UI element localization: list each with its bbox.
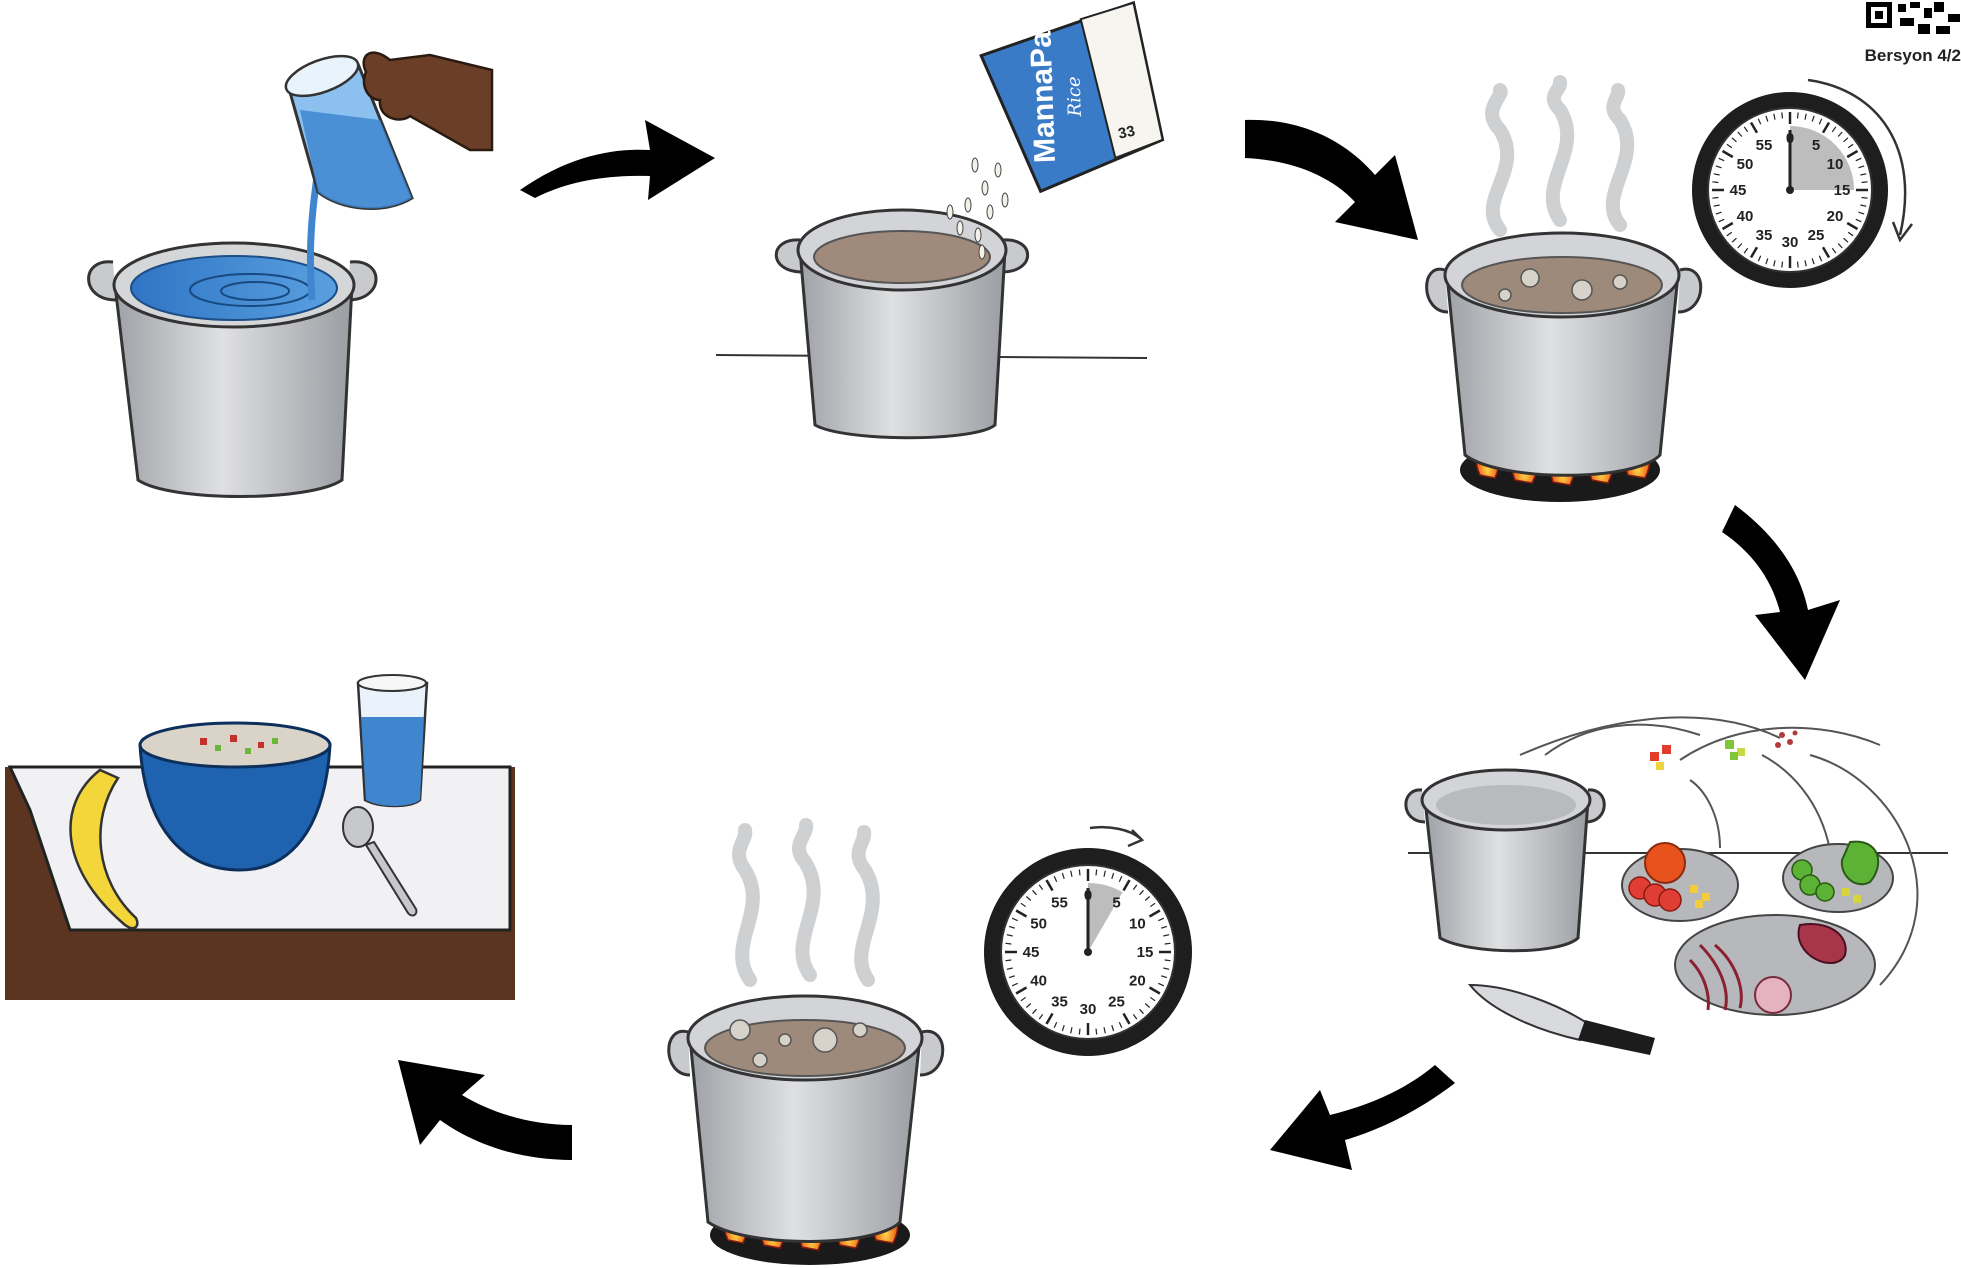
rice-bag-count: 33 — [1117, 123, 1137, 143]
dial-number: 55 — [1051, 895, 1068, 912]
arrow-4-icon — [1270, 1065, 1455, 1170]
cooking-rice — [1462, 257, 1662, 313]
timer-direction-icon — [1090, 827, 1140, 838]
dial-number: 5 — [1112, 895, 1120, 912]
dial-tick — [1712, 198, 1718, 199]
dial-number: 10 — [1129, 916, 1146, 933]
timer-15-min-icon: 0510152025303540455055 — [1692, 92, 1888, 288]
dial-tick — [1079, 1029, 1080, 1035]
dial-tick — [1006, 960, 1012, 961]
dial-number: 45 — [1730, 182, 1747, 199]
dial-number: 30 — [1782, 234, 1799, 251]
dial-tick — [1079, 870, 1080, 876]
dial-number: 25 — [1108, 993, 1125, 1010]
dial-number: 25 — [1808, 227, 1825, 244]
rice-bag-sub: Rice — [1064, 76, 1086, 118]
dial-tick — [1782, 262, 1783, 268]
qr-code-icon — [1864, 0, 1961, 40]
dial-number: 15 — [1834, 182, 1851, 199]
dial-tick — [1862, 198, 1868, 199]
dial-tick — [1165, 943, 1171, 944]
steam — [739, 825, 873, 980]
arrow-2-icon — [1245, 120, 1418, 240]
step-add-rice: MannaPack Rice 33 — [716, 0, 1168, 438]
dial-tick — [1712, 182, 1718, 183]
diced-tomato — [1650, 745, 1671, 770]
dial-tick — [1862, 182, 1868, 183]
dial-tick — [1782, 112, 1783, 118]
dial-number: 10 — [1827, 156, 1844, 173]
dial-number: 40 — [1030, 973, 1047, 990]
dial-number: 55 — [1756, 137, 1773, 154]
diced-pepper — [1725, 740, 1745, 760]
step-serve-meal — [5, 675, 515, 1000]
dial-number: 5 — [1812, 137, 1820, 154]
arrow-3-icon — [1722, 505, 1840, 680]
dial-number: 20 — [1129, 973, 1146, 990]
dial-number: 15 — [1137, 944, 1154, 961]
steam — [1492, 82, 1627, 230]
dial-tick — [1165, 960, 1171, 961]
dial-number: 45 — [1023, 944, 1040, 961]
dial-tick — [1798, 112, 1799, 118]
rice-bag-brand: MannaPack — [1023, 0, 1062, 164]
step-boil-with-timer: 0510152025303540455055 — [1427, 80, 1912, 502]
step-boil-again-with-timer: 0510152025303540455055 — [669, 825, 1192, 1265]
rice-water — [814, 231, 990, 283]
dial-number: 50 — [1030, 916, 1047, 933]
dial-tick — [1096, 870, 1097, 876]
knife-icon — [1470, 985, 1655, 1055]
dial-number: 40 — [1737, 208, 1754, 225]
dial-number: 50 — [1737, 156, 1754, 173]
dial-number: 30 — [1080, 1001, 1097, 1018]
arrow-1-icon — [520, 120, 715, 200]
arrow-5-icon — [398, 1060, 572, 1160]
dial-tick — [1798, 262, 1799, 268]
dial-number: 35 — [1756, 227, 1773, 244]
minced-onion — [1775, 731, 1798, 749]
dial-number: 20 — [1827, 208, 1844, 225]
water-surface — [131, 256, 337, 320]
step-pour-water — [89, 48, 492, 497]
tomato — [1645, 843, 1685, 883]
dial-number: 35 — [1051, 993, 1068, 1010]
dial-tick — [1006, 943, 1012, 944]
timer-5-min-icon: 0510152025303540455055 — [984, 848, 1192, 1056]
dial-tick — [1096, 1029, 1097, 1035]
step-add-chopped-vegetables — [1406, 717, 1948, 1055]
green-pepper — [1842, 842, 1878, 885]
